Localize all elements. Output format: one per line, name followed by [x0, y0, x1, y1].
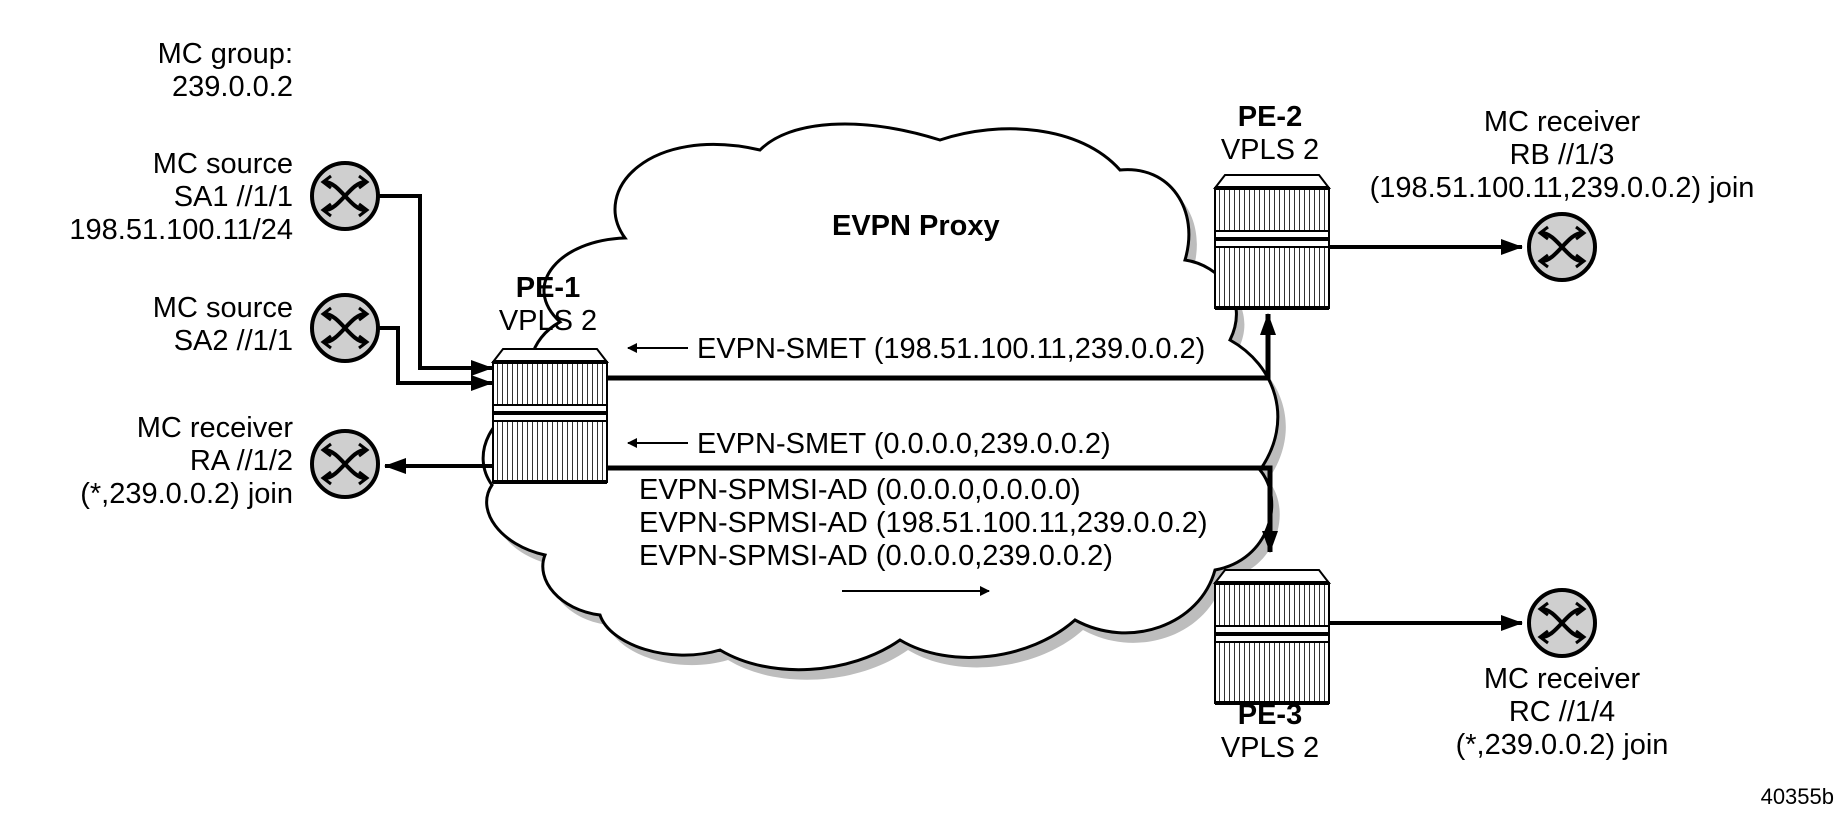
pe1-label: PE-1 VPLS 2: [498, 272, 598, 337]
sa1-label: MC source SA1 //1/1 198.51.100.11/24: [69, 148, 293, 246]
pe2-router-icon: [1213, 173, 1331, 310]
smet-sg-label: EVPN-SMET (198.51.100.11,239.0.0.2): [697, 333, 1206, 365]
rc-label: MC receiver RC //1/4 (*,239.0.0.2) join: [1455, 663, 1669, 761]
sa2-multicast-node-icon: [310, 293, 380, 363]
rb-label: MC receiver RB //1/3 (198.51.100.11,239.…: [1369, 106, 1755, 204]
spmsi-ad-list: EVPN-SPMSI-AD (0.0.0.0,0.0.0.0) EVPN-SPM…: [639, 474, 1208, 572]
sa2-link: [378, 326, 493, 391]
smet-g-label: EVPN-SMET (0.0.0.0,239.0.0.2): [697, 428, 1111, 460]
ra-label: MC receiver RA //1/2 (*,239.0.0.2) join: [80, 412, 293, 510]
rb-multicast-node-icon: [1527, 212, 1597, 282]
sa2-label: MC source SA2 //1/1: [152, 292, 293, 357]
figure-id: 40355b: [1760, 784, 1834, 809]
pe1-router-icon: [491, 347, 609, 484]
pe3-router-icon: [1213, 568, 1331, 705]
pe1-pe3-data-link: [606, 465, 1278, 553]
rc-multicast-node-icon: [1527, 588, 1597, 658]
pe1-pe2-data-link: [606, 313, 1276, 381]
cloud-title: EVPN Proxy: [832, 210, 1000, 242]
mc-group-label: MC group: 239.0.0.2: [157, 38, 293, 103]
ra-multicast-node-icon: [310, 429, 380, 499]
sa1-multicast-node-icon: [310, 161, 380, 231]
pe2-label: PE-2 VPLS 2: [1220, 101, 1320, 166]
sa1-link: [378, 194, 493, 376]
evpn-proxy-cloud: [481, 122, 1280, 672]
pe3-label: PE-3 VPLS 2: [1220, 699, 1320, 764]
